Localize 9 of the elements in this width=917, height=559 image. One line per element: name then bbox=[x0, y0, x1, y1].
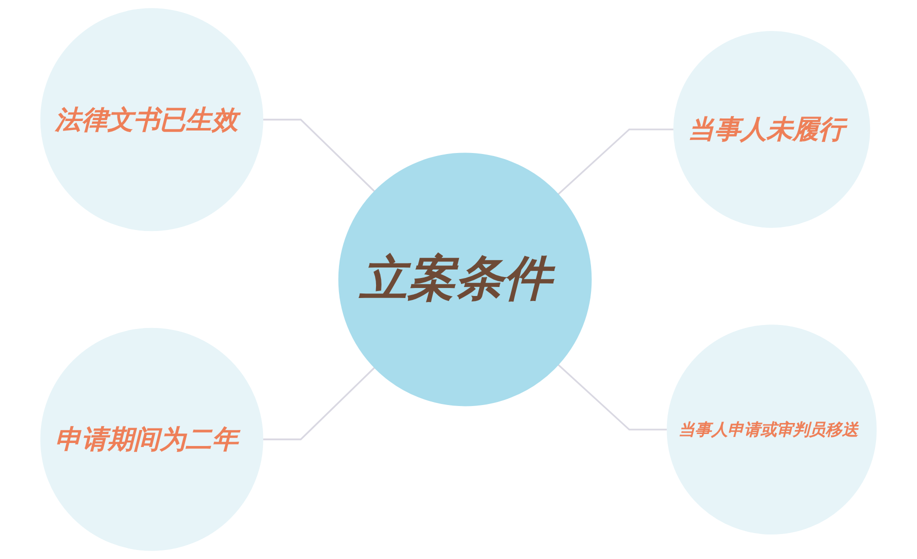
connector bbox=[262, 118, 376, 192]
node-circle: 立案条件 bbox=[338, 152, 592, 406]
node-circle: 法律文书已生效 bbox=[40, 8, 264, 232]
node-circle: 当事人未履行 bbox=[673, 31, 870, 228]
connector bbox=[558, 364, 668, 430]
connector bbox=[558, 128, 674, 195]
node-circle: 当事人申请或审判员移送 bbox=[666, 324, 877, 535]
node-circle: 申请期间为二年 bbox=[40, 328, 264, 551]
connector bbox=[262, 366, 376, 440]
